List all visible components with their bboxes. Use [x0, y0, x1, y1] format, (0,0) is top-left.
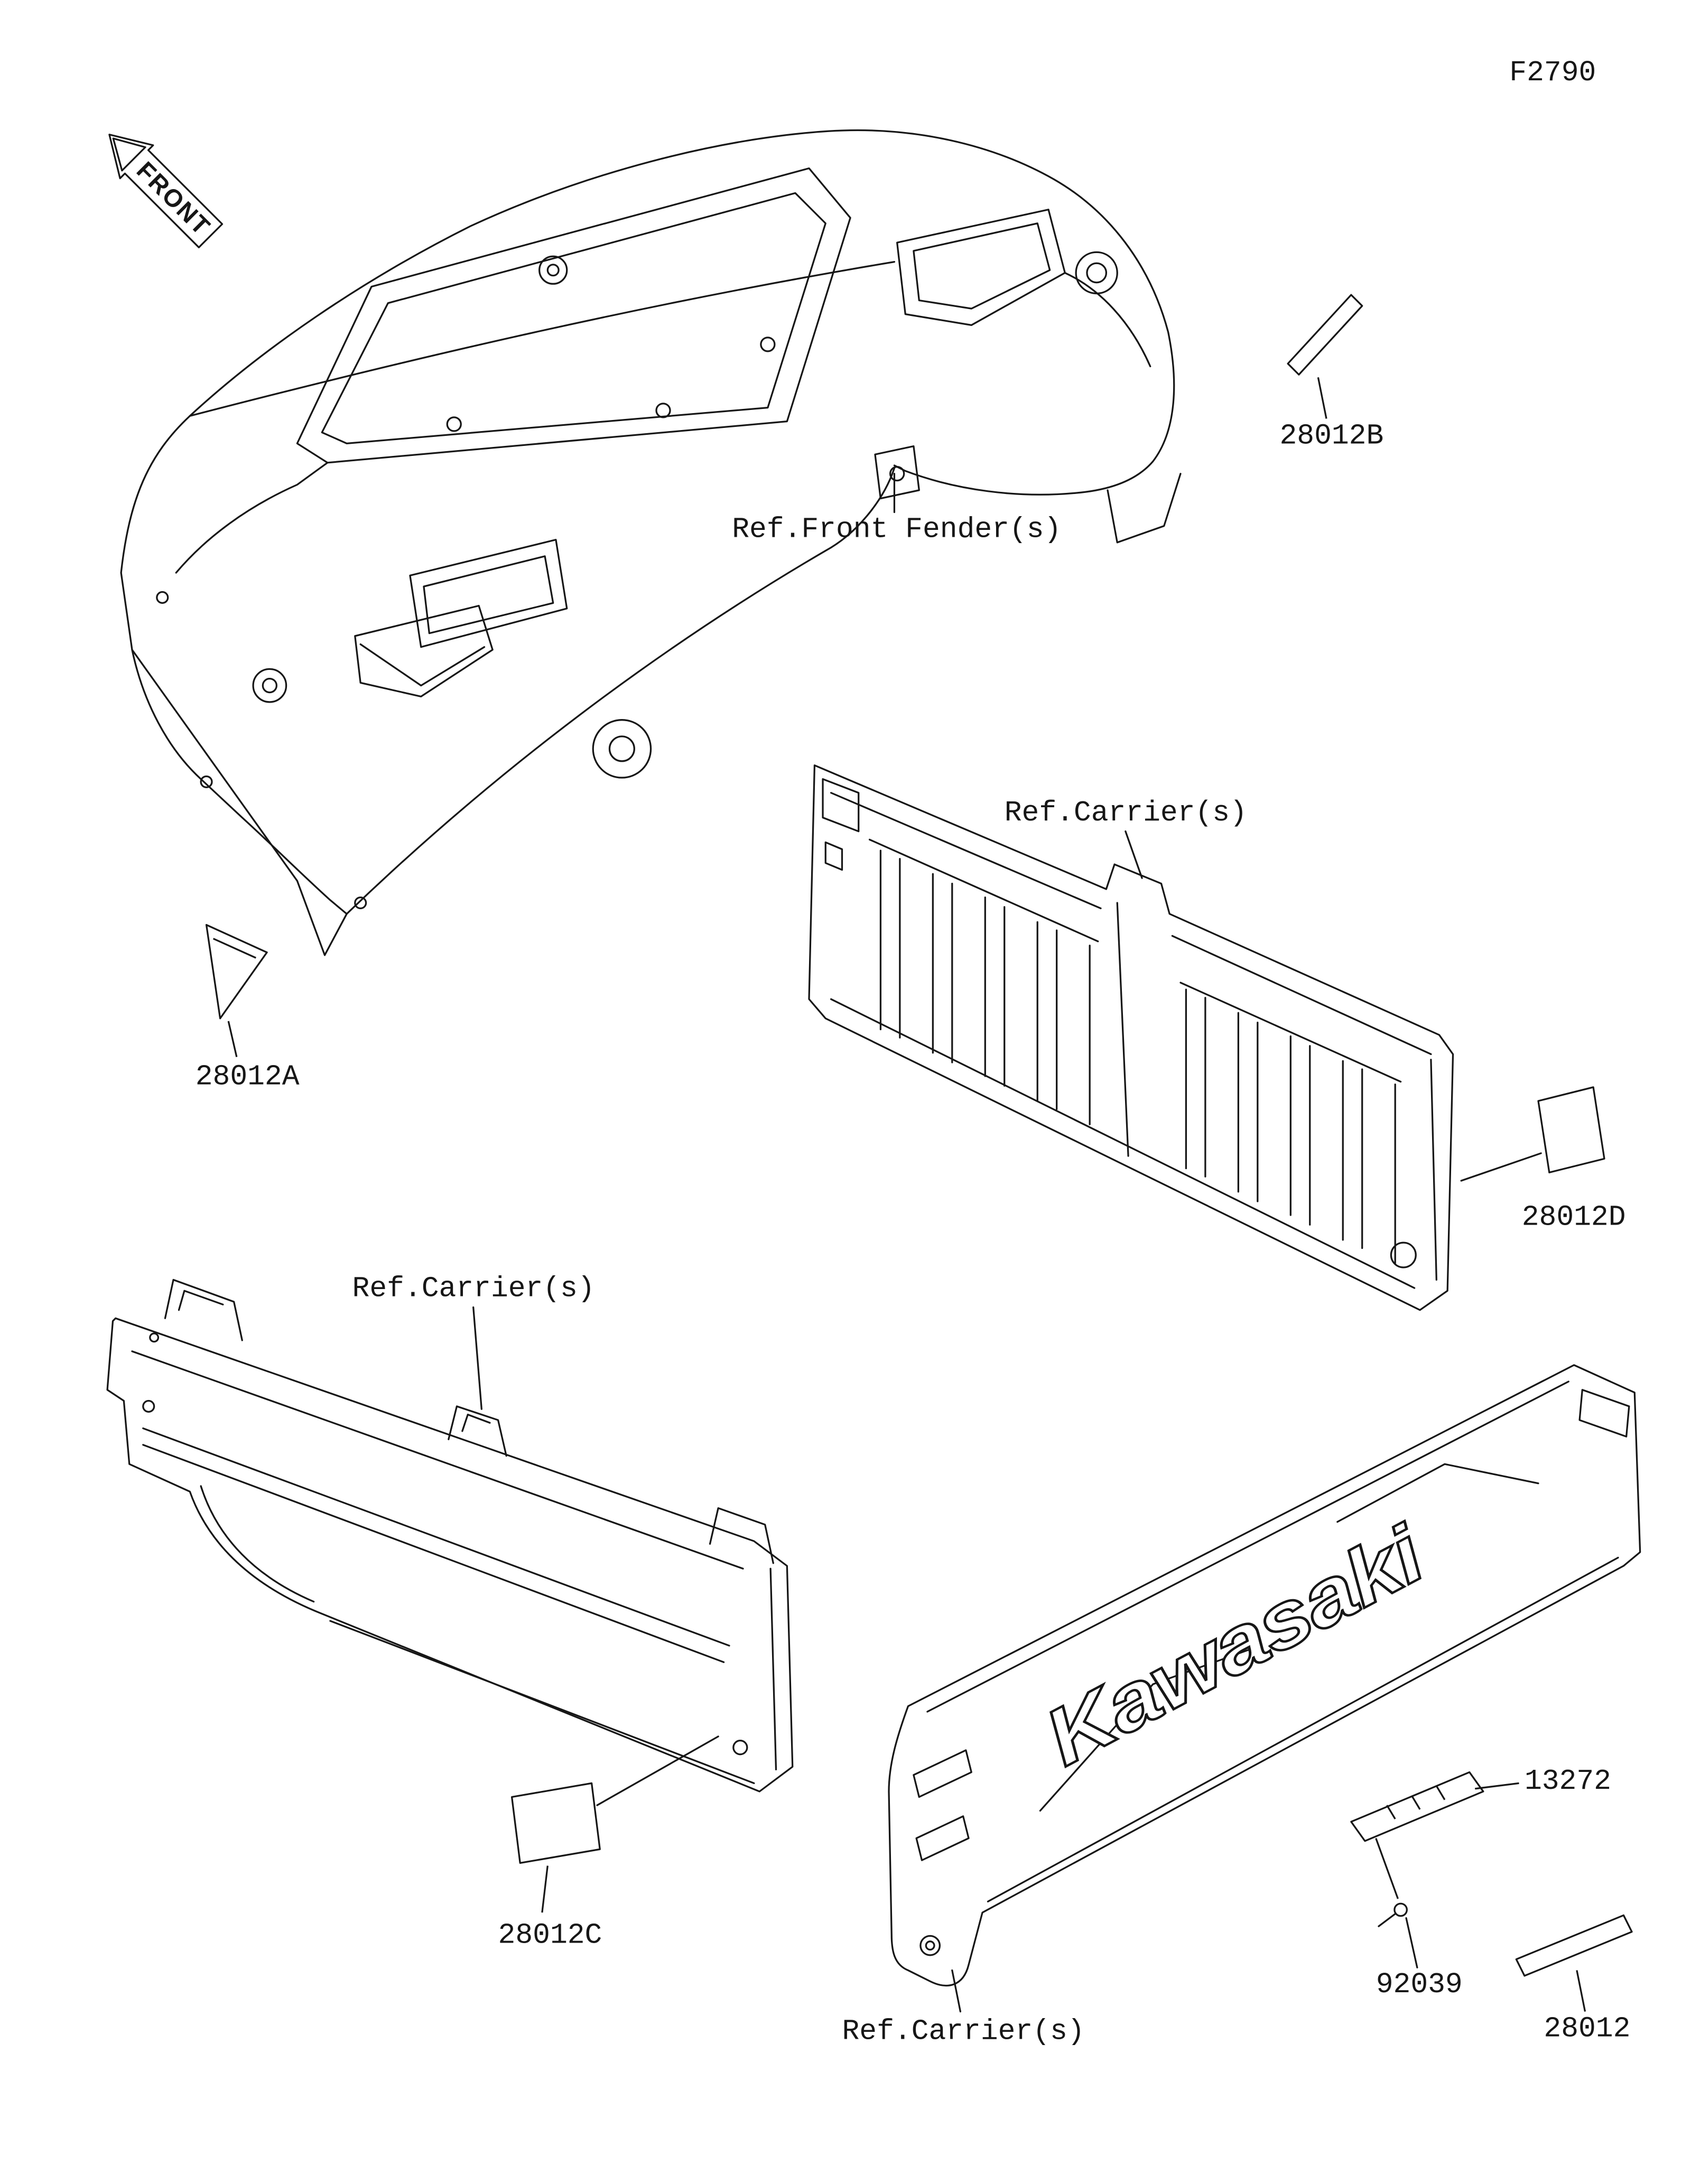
part-label-28012: 28012 [1544, 2012, 1630, 2045]
trim-13272 [1350, 1771, 1519, 1899]
tailgate-drawing [888, 1364, 1641, 2013]
trim-13272-shape [1350, 1771, 1484, 1842]
leader-28012a [227, 1021, 238, 1057]
ref-carrier-left-label: Ref.Carrier(s) [352, 1273, 595, 1305]
kawasaki-logo-text: Kawasaki [1030, 1508, 1440, 1782]
front-direction-label: FRONT [132, 156, 216, 241]
decal-28012c [510, 1782, 601, 1913]
front-arrow-tip-icon [112, 137, 146, 172]
leader-28012b [1317, 377, 1327, 419]
screw-92039 [1378, 1902, 1418, 1968]
part-label-28012d: 28012D [1522, 1201, 1626, 1234]
figure-code-label: F2790 [1509, 57, 1596, 89]
part-label-28012c: 28012C [498, 1919, 602, 1952]
decal-28012c-shape [510, 1782, 601, 1864]
leader-13272-to-screw [1375, 1837, 1399, 1899]
decal-28012a [205, 924, 268, 1057]
leader-92039 [1405, 1917, 1418, 1968]
part-label-13272: 13272 [1525, 1765, 1611, 1798]
leader-carrier-bottom [951, 1969, 962, 2013]
kawasaki-logo: Kawasaki [1029, 1507, 1441, 1784]
ref-carrier-bottom-label: Ref.Carrier(s) [842, 2015, 1084, 2048]
screw-92039-shaft [1378, 1913, 1396, 1927]
part-label-92039: 92039 [1376, 1968, 1463, 2001]
decal-28012d [1537, 1086, 1605, 1173]
leader-13272 [1475, 1782, 1519, 1790]
cargo-side-panel-drawing [106, 1278, 794, 1806]
leader-28012c-label [541, 1865, 549, 1913]
ref-front-fender-label: Ref.Front Fender(s) [732, 513, 1061, 546]
leader-28012 [1576, 1970, 1586, 2012]
decal-28012a-fold [212, 938, 256, 959]
ref-carrier-top-label: Ref.Carrier(s) [1005, 797, 1247, 829]
decal-28012b-shape [1287, 294, 1363, 376]
leader-28012d [1460, 1152, 1542, 1182]
decal-28012a-shape [205, 924, 268, 1020]
screw-92039-head [1393, 1902, 1408, 1917]
decal-28012b [1287, 294, 1363, 419]
cargo-front-panel-drawing [808, 764, 1542, 1311]
trim-13272-hatching [1386, 1785, 1446, 1819]
leader-28012c [596, 1735, 719, 1806]
decal-28012 [1515, 1914, 1633, 2012]
front-fender-drawing [120, 129, 1182, 956]
front-direction-arrow: FRONT [108, 134, 224, 248]
leader-carrier-left [472, 1306, 482, 1410]
part-label-28012a: 28012A [196, 1061, 300, 1094]
part-label-28012b: 28012B [1279, 419, 1383, 452]
leader-carrier-top [1125, 830, 1143, 879]
decal-28012d-shape [1537, 1086, 1605, 1173]
decal-28012-shape [1515, 1914, 1633, 1977]
front-arrow-outline [108, 134, 224, 248]
